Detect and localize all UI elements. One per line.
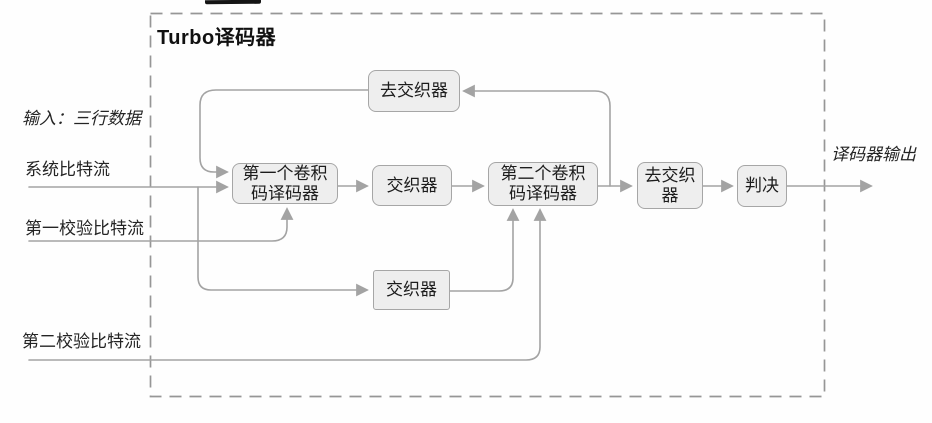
decoder-boundary-dashed-box (149, 12, 826, 398)
wire-bottom-interleaver-to-decoder2 (449, 208, 520, 292)
wire-parity1-to-decoder1 (28, 207, 294, 242)
right-deinterleaver-box: 去交织 器 (637, 162, 703, 209)
mid-interleaver-box: 交织器 (372, 165, 452, 206)
decoder-output-label: 译码器输出 (831, 145, 916, 164)
wire-parity2-to-decoder2 (28, 208, 547, 361)
decoder2-label-line1: 第二个卷积 (500, 164, 586, 183)
decoder2-label-line2: 码译码器 (509, 184, 577, 203)
wire-feedback-to-top-deinterleaver (462, 84, 611, 187)
parity1-stream-label: 第一校验比特流 (25, 219, 144, 238)
decoder1-label-line1: 第一个卷积 (242, 163, 328, 183)
right-deinterleaver-label-line1: 去交织 (644, 165, 696, 185)
diagram-title: Turbo译码器 (157, 27, 277, 49)
top-deinterleaver-label: 去交织器 (380, 81, 448, 100)
bottom-interleaver-label: 交织器 (386, 280, 437, 299)
first-convolutional-decoder-box: 第一个卷积 码译码器 (232, 163, 338, 204)
top-deinterleaver-box: 去交织器 (368, 70, 460, 112)
right-deinterleaver-label-line2: 器 (661, 185, 679, 205)
scan-artifact-mark (204, 0, 262, 5)
bottom-interleaver-box: 交织器 (373, 270, 450, 310)
decoder1-label-line2: 码译码器 (251, 183, 319, 203)
wire-systematic-branch-to-bottom-interleaver (197, 186, 369, 297)
second-convolutional-decoder-box: 第二个卷积 码译码器 (488, 162, 598, 206)
input-header-label: 输入：三行数据 (22, 109, 141, 128)
parity2-stream-label: 第二校验比特流 (22, 332, 141, 351)
mid-interleaver-label: 交织器 (386, 175, 438, 195)
decision-label: 判决 (745, 176, 779, 195)
decision-box: 判决 (737, 165, 787, 207)
systematic-stream-label: 系统比特流 (25, 160, 110, 179)
wire-top-deinterleaver-to-decoder1 (199, 89, 369, 179)
